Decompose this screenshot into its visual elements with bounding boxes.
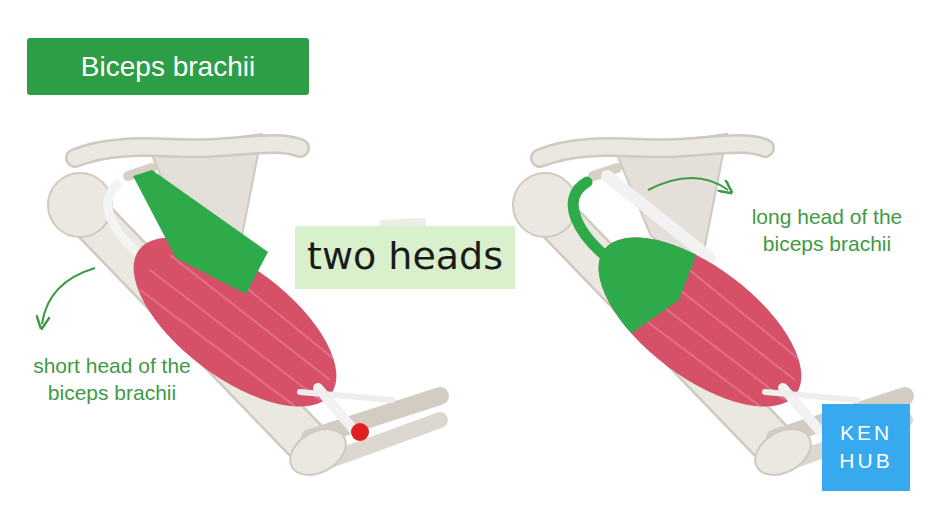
title: Biceps brachii: [81, 51, 255, 83]
pointer-arrow: [648, 178, 728, 190]
arm-right: [513, 134, 905, 484]
callout-label: short head of the biceps brachii: [12, 352, 212, 407]
concept-card: two heads: [295, 226, 515, 289]
clavicle: [75, 144, 300, 158]
fibre: [150, 270, 320, 400]
humeral-head: [513, 173, 577, 237]
clavicle-outline: [540, 144, 765, 158]
arm-left: [48, 134, 440, 484]
long-head-belly: [545, 180, 705, 345]
aponeurosis: [765, 392, 857, 400]
elbow-condyles: [747, 420, 819, 485]
cursor-dot: [351, 423, 369, 441]
node-text: two heads: [307, 234, 503, 280]
title-box: Biceps brachii: [27, 38, 309, 95]
callout-label: long head of the biceps brachii: [732, 203, 922, 258]
clavicle-outline: [75, 144, 300, 158]
clavicle: [540, 144, 765, 158]
aponeurosis: [300, 392, 392, 400]
elbow-condyles: [282, 420, 354, 485]
node-text: KEN HUB: [834, 419, 898, 476]
pointer-arrow: [42, 268, 95, 324]
long-head-tendon: [573, 182, 621, 268]
logo-box: KEN HUB: [822, 404, 910, 491]
short-head: [133, 170, 268, 294]
humeral-head: [48, 173, 112, 237]
